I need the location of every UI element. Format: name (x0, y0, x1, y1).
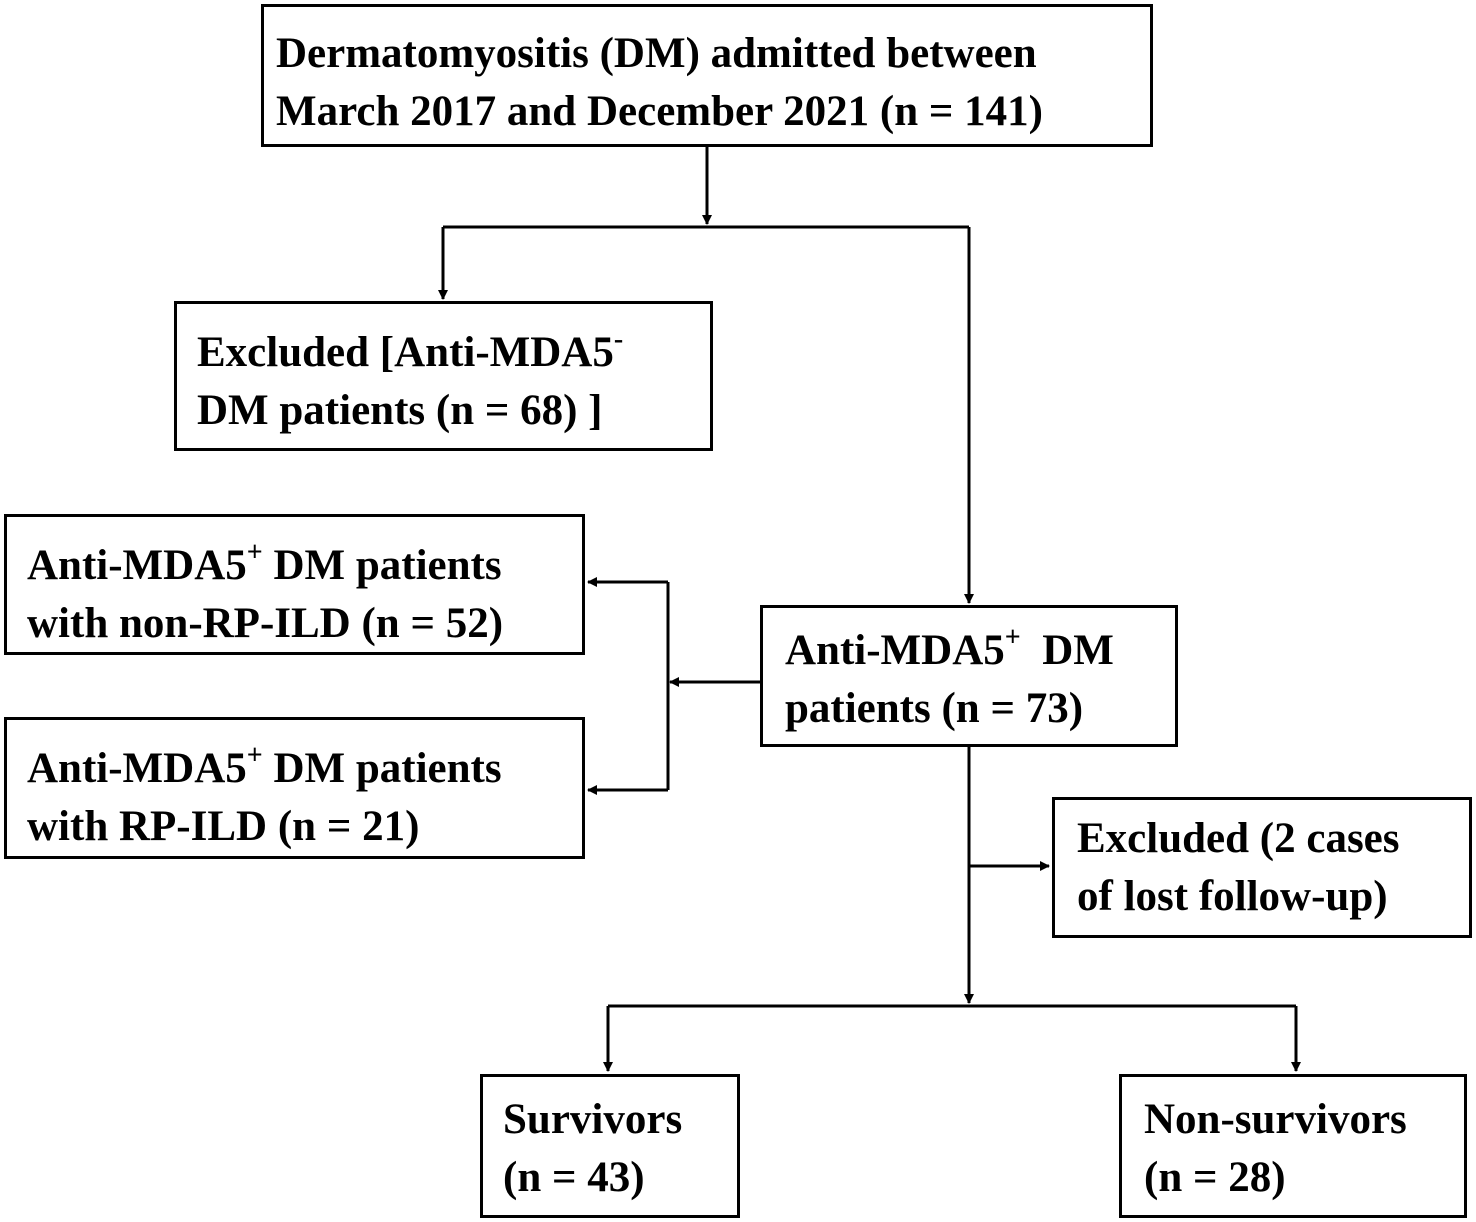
box-non-survivors-line2: (n = 28) (1144, 1154, 1286, 1201)
box-non-rp-ild-line1: Anti-MDA5+ DM patients (27, 537, 582, 595)
box-survivors: Survivors (n = 43) (480, 1074, 740, 1218)
box-excluded-negative-line1: Excluded [Anti-MDA5- (197, 324, 710, 382)
box-rp-ild-line2: with RP-ILD (n = 21) (27, 803, 420, 850)
box-dm-admitted: Dermatomyositis (DM) admitted between Ma… (261, 4, 1153, 147)
box-non-survivors: Non-survivors (n = 28) (1119, 1074, 1467, 1218)
positive-total-suffix: DM (1020, 627, 1114, 674)
positive-total-sup: + (1004, 622, 1021, 653)
non-rp-ild-suffix: DM patients (262, 542, 502, 589)
box-positive-total: Anti-MDA5+ DM patients (n = 73) (760, 605, 1178, 747)
rp-ild-prefix: Anti-MDA5 (27, 745, 247, 792)
non-rp-ild-prefix: Anti-MDA5 (27, 542, 247, 589)
box-non-rp-ild-line2: with non-RP-ILD (n = 52) (27, 600, 504, 647)
box-excluded-negative-line2: DM patients (n = 68) ] (197, 387, 603, 434)
rp-ild-suffix: DM patients (262, 745, 502, 792)
box-excluded-lost-line2: of lost follow-up) (1077, 873, 1388, 920)
positive-total-prefix: Anti-MDA5 (785, 627, 1005, 674)
rp-ild-sup: + (246, 740, 263, 771)
box-rp-ild: Anti-MDA5+ DM patients with RP-ILD (n = … (4, 717, 585, 859)
box-dm-admitted-line2: March 2017 and December 2021 (n = 141) (276, 88, 1043, 135)
box-excluded-lost: Excluded (2 cases of lost follow-up) (1052, 797, 1472, 938)
box-positive-total-line2: patients (n = 73) (785, 685, 1084, 732)
box-excluded-lost-line1: Excluded (2 cases (1077, 815, 1400, 862)
box-excluded-negative: Excluded [Anti-MDA5- DM patients (n = 68… (174, 301, 713, 451)
non-rp-ild-sup: + (246, 537, 263, 568)
box-rp-ild-line1: Anti-MDA5+ DM patients (27, 740, 582, 798)
box-non-survivors-line1: Non-survivors (1144, 1096, 1407, 1143)
box-dm-admitted-line1: Dermatomyositis (DM) admitted between (276, 30, 1037, 77)
box-survivors-line1: Survivors (503, 1096, 683, 1143)
excluded-negative-sup: - (613, 324, 624, 355)
box-non-rp-ild: Anti-MDA5+ DM patients with non-RP-ILD (… (4, 514, 585, 655)
box-survivors-line2: (n = 43) (503, 1154, 645, 1201)
excluded-negative-prefix: Excluded [Anti-MDA5 (197, 329, 614, 376)
box-positive-total-line1: Anti-MDA5+ DM (785, 622, 1175, 680)
